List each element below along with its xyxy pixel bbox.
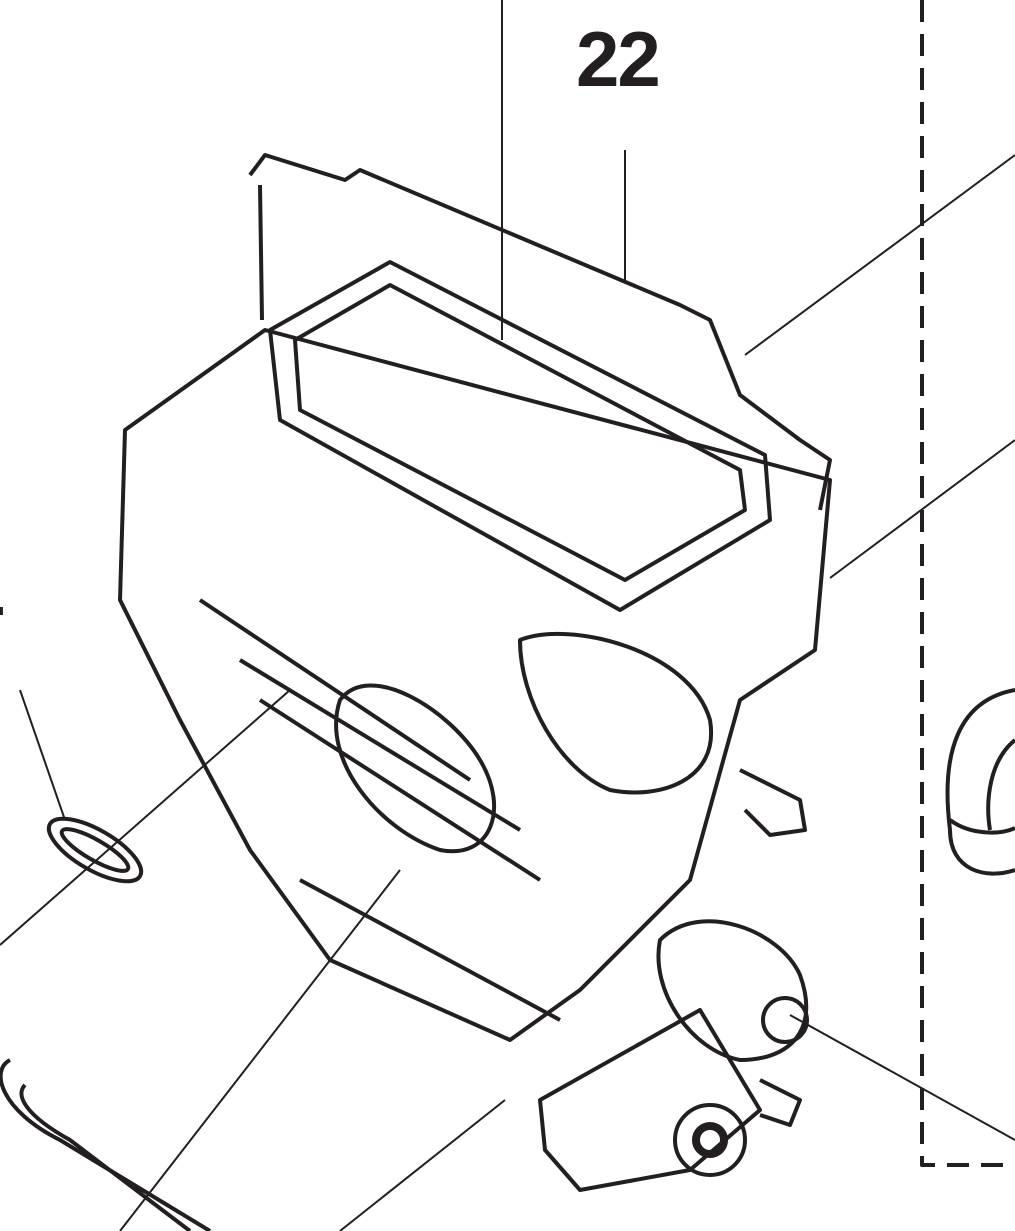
leader-line-right-2 <box>829 439 1015 579</box>
leader-line-left <box>0 689 291 946</box>
leader-line-4 <box>19 689 66 821</box>
callout-label-22: 22 <box>576 15 661 103</box>
small-gasket-part <box>46 816 144 884</box>
gasket <box>248 153 832 511</box>
callout-label-4: 4 <box>0 560 3 638</box>
leader-line-bottom-right <box>789 1014 1015 1141</box>
carburetor-body <box>118 260 832 1192</box>
hose-part <box>945 688 1015 876</box>
leader-line-bottom-1 <box>119 869 401 1231</box>
dashed-boundary <box>920 0 1010 1167</box>
leader-line-bottom-2 <box>339 1099 506 1231</box>
oval-gasket-part <box>0 1058 212 1231</box>
leader-line-right-1 <box>744 154 1015 356</box>
